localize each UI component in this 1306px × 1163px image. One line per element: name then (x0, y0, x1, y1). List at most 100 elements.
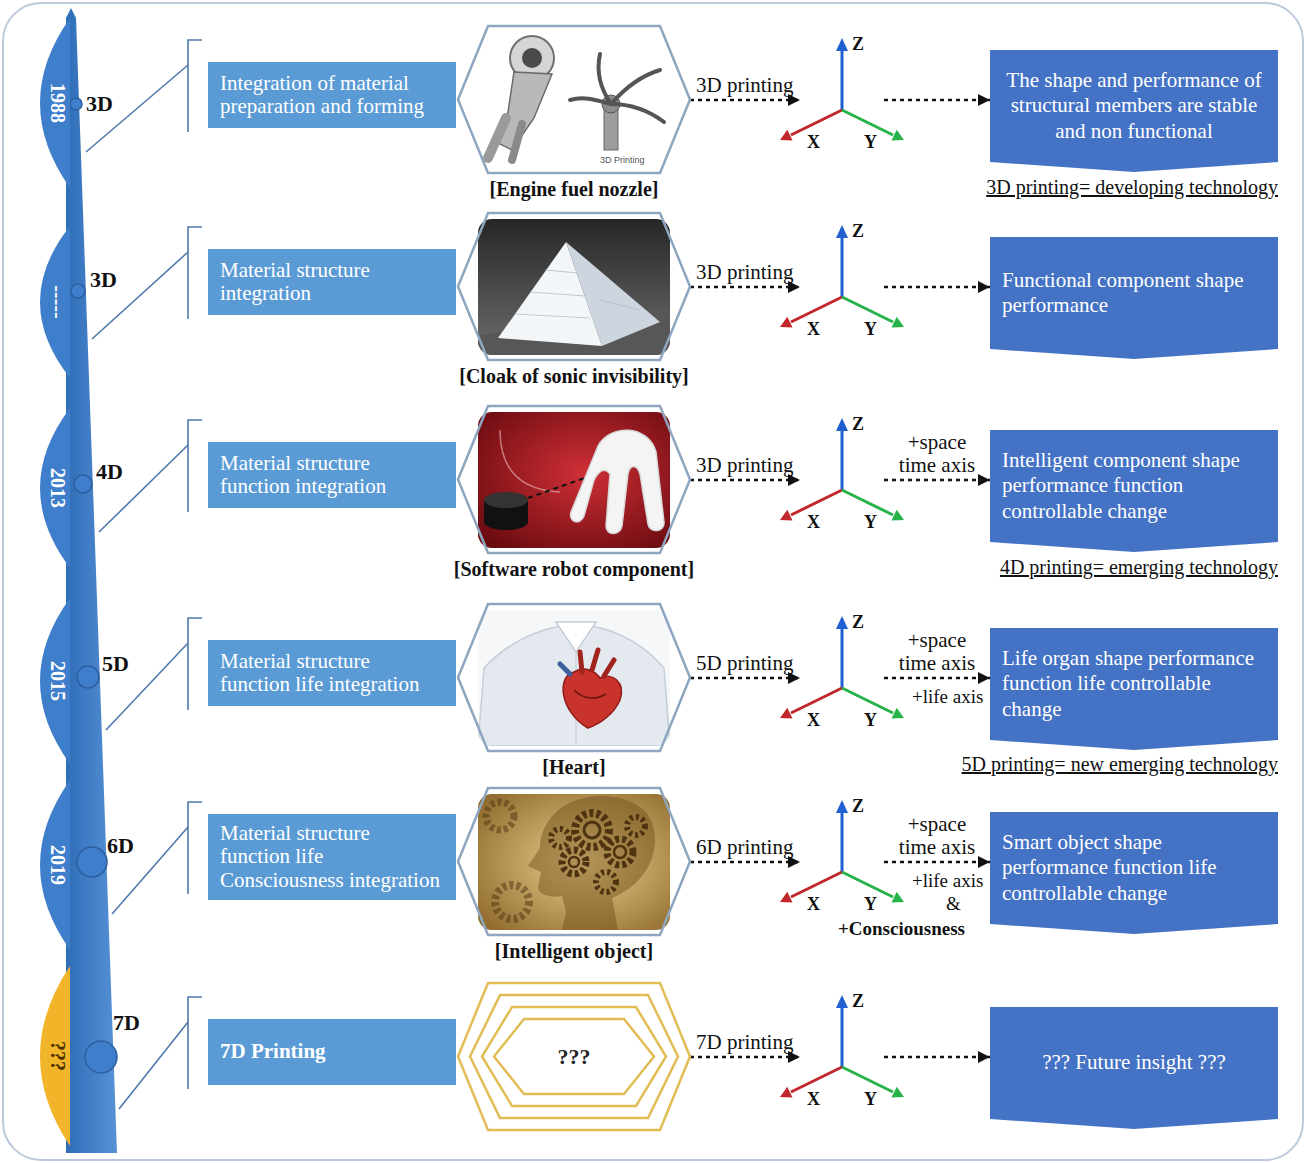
axis-note: +life axis (912, 870, 983, 892)
result-text: The shape and performance of structural … (990, 60, 1278, 152)
result-box: ??? Future insight ??? (990, 1007, 1278, 1119)
result-box: Intelligent component shape performance … (990, 430, 1278, 542)
year-lens: ----- (40, 226, 70, 378)
nozzle-picture (604, 108, 618, 150)
timeline-dot (85, 1041, 117, 1073)
image-frame: [Cloak of sonic invisibility] (458, 213, 690, 360)
axis-label: Y (864, 710, 877, 731)
year-lens: ??? (40, 966, 70, 1146)
nozzle-picture (488, 118, 506, 158)
arrow-label: 6D printing (696, 836, 793, 859)
lens-shape (40, 18, 70, 188)
image-caption: ??? (558, 1044, 591, 1070)
cloak-picture (478, 219, 670, 355)
image-frame: [Heart] (458, 604, 690, 751)
nested-outline (494, 1019, 654, 1094)
year-lens: 1988 (40, 18, 70, 188)
dashed-arrow (690, 479, 800, 482)
arrow-label: 7D printing (696, 1031, 793, 1054)
heart-picture (560, 664, 570, 674)
box-fill (208, 814, 456, 900)
lens-shape (40, 780, 70, 950)
dimension-label: 6D (107, 833, 134, 858)
axis-label: Y (864, 512, 877, 533)
leader-bracket (92, 252, 188, 339)
lens-shape (40, 966, 70, 1146)
timeline-dot (77, 847, 107, 877)
leader-bracket (188, 802, 202, 894)
leader-bracket (86, 40, 202, 1109)
technology-note: 3D printing= developing technology (986, 176, 1278, 199)
stage-box: Material structure function life Conscio… (208, 814, 456, 900)
result-box: Smart object shape performance function … (990, 812, 1278, 924)
dashed-arrow (690, 286, 800, 289)
leader-bracket (86, 65, 188, 152)
gear-head-picture (596, 872, 616, 892)
axis-label: X (807, 1089, 820, 1110)
axis-note: & (946, 893, 961, 915)
hexagon-outline (458, 213, 690, 360)
banner-shape (990, 628, 1278, 750)
stage-box: Integration of material preparation and … (208, 62, 456, 128)
stage-label: Integration of material preparation and … (208, 66, 456, 124)
image-frame: ??? (458, 983, 690, 1130)
dashed-arrow (884, 479, 990, 482)
arrow-label: 5D printing (696, 652, 793, 675)
leader-bracket (188, 40, 202, 132)
year-lens: 2013 (40, 408, 70, 568)
axis-label: Z (852, 796, 864, 817)
nested-outline (470, 995, 678, 1118)
image-caption: [Intelligent object] (495, 940, 653, 963)
year-text: ----- (45, 285, 68, 318)
axis-figure: ZXY (800, 32, 884, 154)
axis-label: X (807, 132, 820, 153)
dashed-arrow (690, 861, 800, 864)
axis-label: Z (852, 34, 864, 55)
year-text: 2013 (45, 468, 68, 508)
image-frame: [Engine fuel nozzle] (458, 26, 690, 173)
technology-note: 5D printing= new emerging technology (962, 753, 1278, 776)
result-text: Smart object shape performance function … (990, 822, 1278, 914)
hexagon-outline (458, 406, 690, 553)
leader-bracket (188, 997, 202, 1089)
result-text: Functional component shape performance (990, 260, 1278, 326)
gear-head-picture (569, 857, 579, 867)
axis-figure: Z X Y (800, 794, 884, 916)
image-frame: [Software robot component] (458, 406, 690, 553)
leader-bracket (188, 618, 202, 710)
image-frame: [Intelligent object] (458, 788, 690, 935)
cloak-picture (566, 242, 660, 346)
heart-picture (574, 690, 606, 698)
lens-shape (40, 408, 70, 568)
leader-bracket (99, 445, 188, 532)
hexagon-outline (458, 26, 690, 173)
axis-label: Y (864, 894, 877, 915)
stage-label: Material structure function integration (208, 446, 456, 504)
axis-label: Z (852, 991, 864, 1012)
stage-label: 7D Printing (208, 1034, 456, 1069)
timeline-dot (74, 475, 92, 493)
axis-arrows (780, 418, 904, 521)
timeline-dot (77, 666, 99, 688)
stage-label: Material structure integration (208, 253, 456, 311)
axis-label: Z (852, 414, 864, 435)
leader-bracket (188, 420, 202, 512)
box-fill (208, 62, 456, 128)
outer-frame (3, 3, 1303, 1160)
stage-box: Material structure integration (208, 249, 456, 315)
image-text: 3D Printing (600, 155, 645, 165)
axis-label: X (807, 710, 820, 731)
year-lens: 2019 (40, 780, 70, 950)
axis-label: X (807, 894, 820, 915)
box-fill (208, 442, 456, 508)
gear-head-picture (478, 794, 670, 930)
result-text: ??? Future insight ??? (990, 1042, 1278, 1083)
dimension-label: 5D (102, 651, 129, 676)
soft-robot-picture (478, 412, 670, 548)
banner-shape (990, 1007, 1278, 1129)
heart-picture (563, 669, 621, 728)
axis-arrows (780, 225, 904, 328)
year-lens: 2015 (40, 598, 70, 764)
